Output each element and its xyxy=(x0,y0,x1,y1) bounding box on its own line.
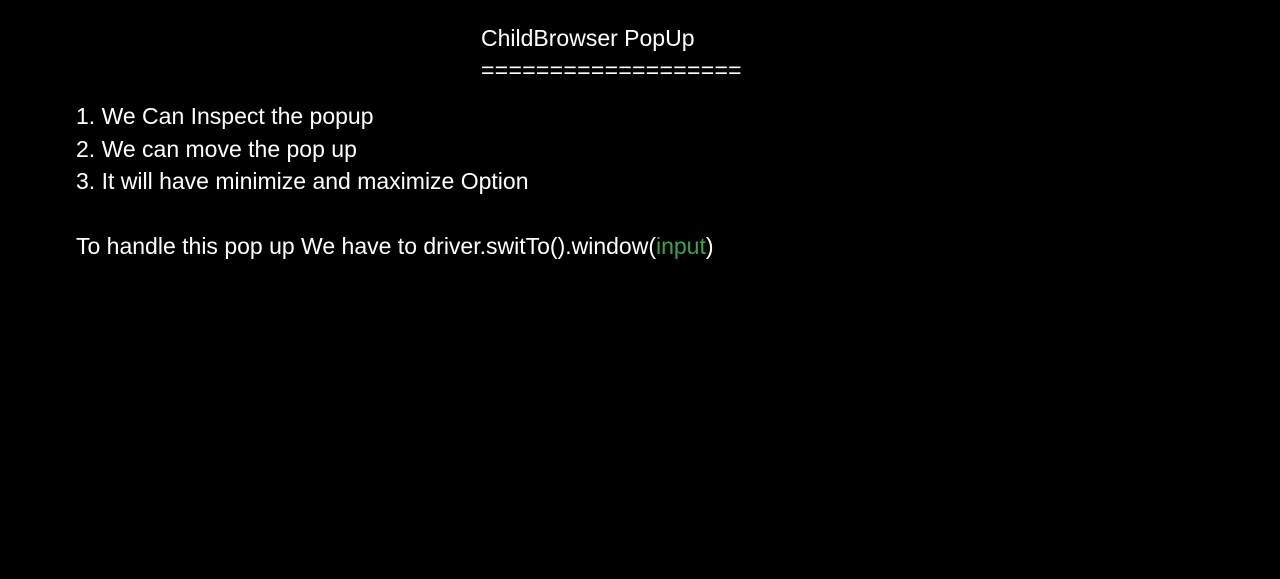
list-item: 1. We Can Inspect the popup xyxy=(76,103,374,129)
list-item: 3. It will have minimize and maximize Op… xyxy=(76,168,529,194)
point-list: 1. We Can Inspect the popup 2. We can mo… xyxy=(76,100,529,198)
slide-title: ChildBrowser PopUp xyxy=(481,25,695,51)
code-argument: input xyxy=(655,233,706,259)
list-item: 2. We can move the pop up xyxy=(76,135,357,162)
title-block: ChildBrowser PopUp =================== xyxy=(481,22,742,86)
handle-instruction: To handle this pop up We have to driver.… xyxy=(76,230,714,262)
handle-suffix: ) xyxy=(705,233,714,259)
title-underline: =================== xyxy=(481,57,742,83)
handle-prefix: To handle this pop up We have to driver.… xyxy=(76,233,656,259)
